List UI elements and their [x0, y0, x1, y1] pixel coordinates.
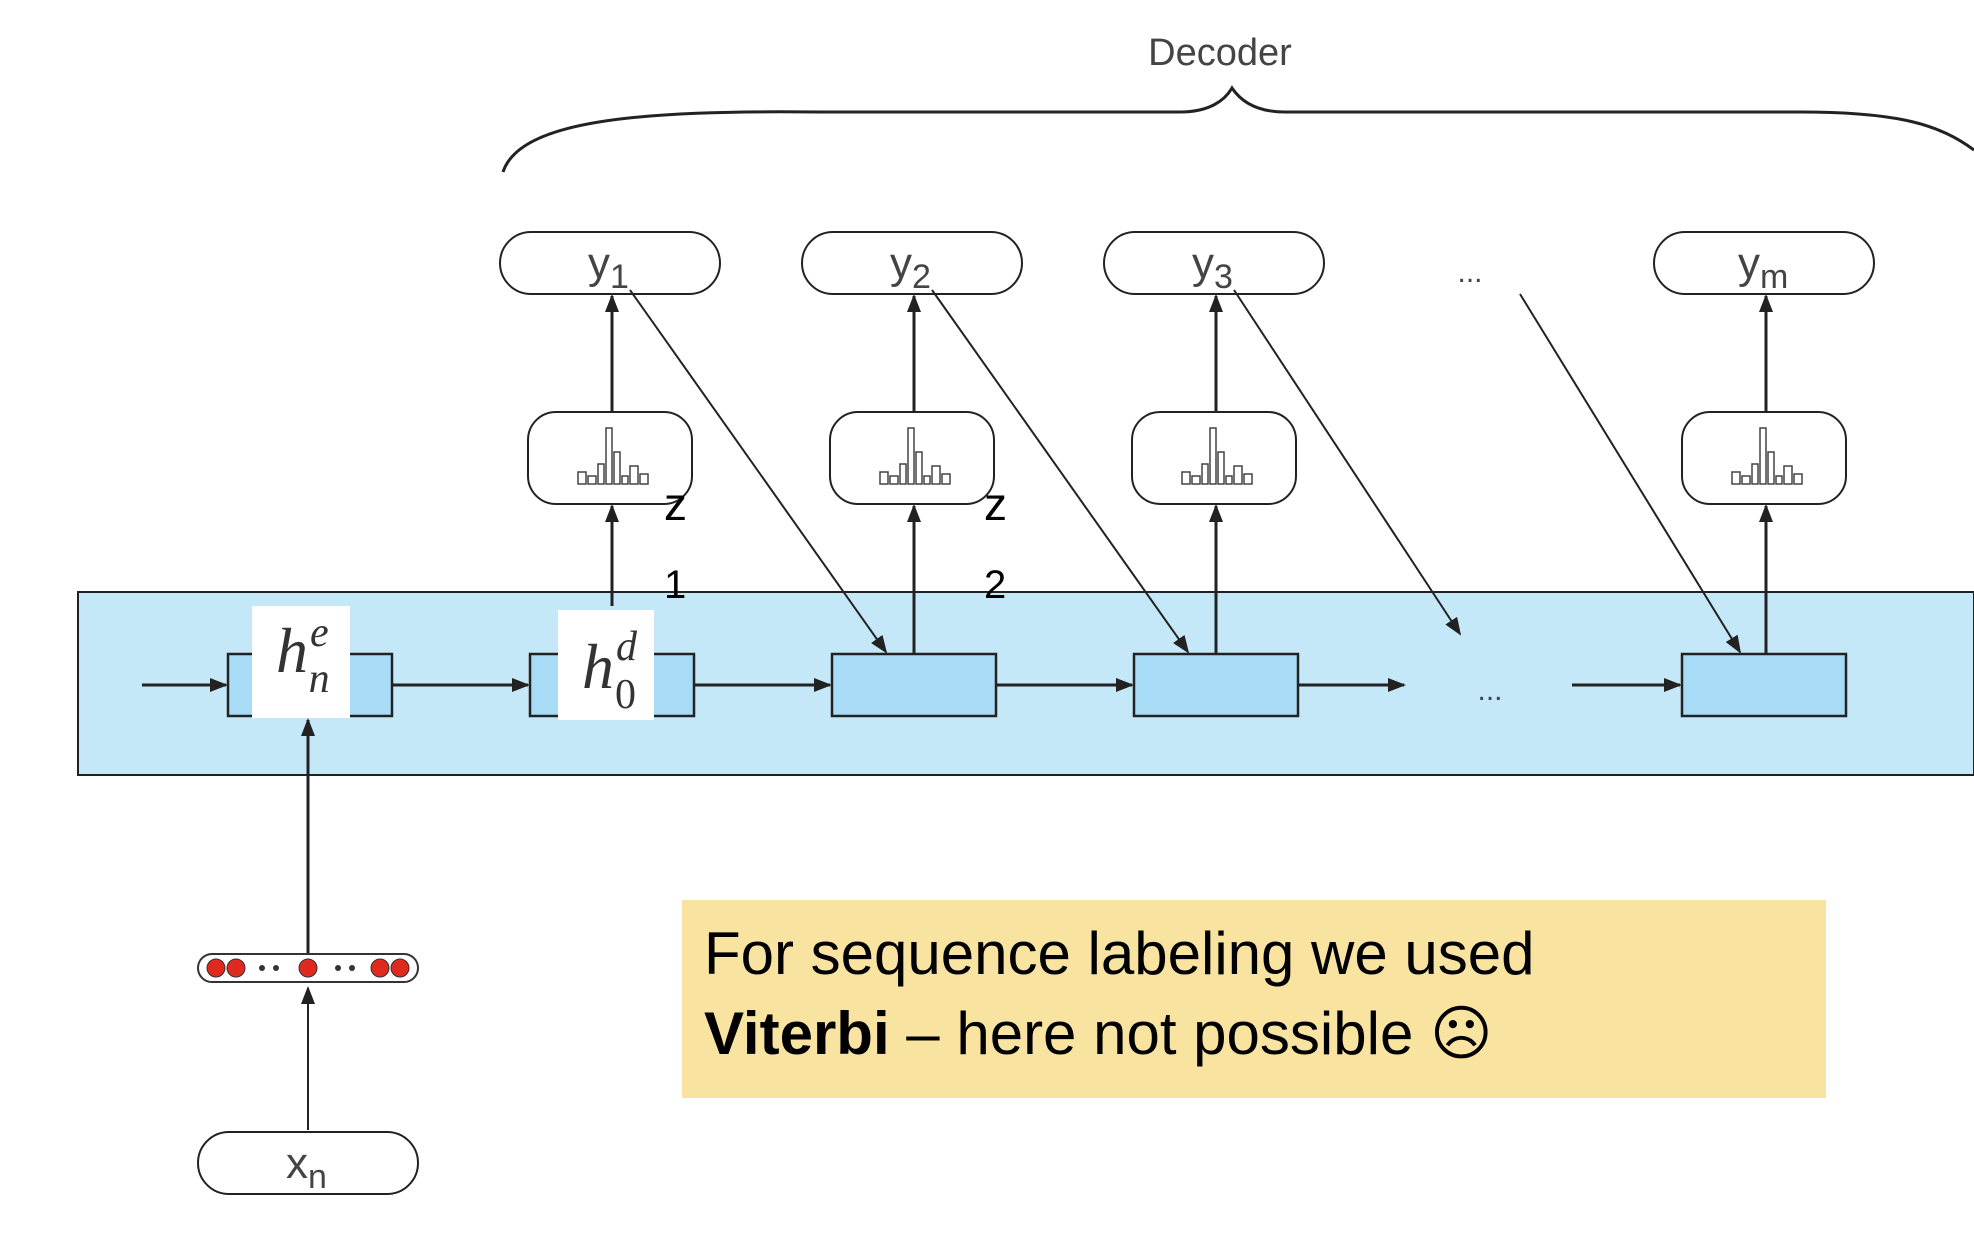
svg-text:y3: y3 [1192, 239, 1233, 296]
feedback-arrow [629, 289, 888, 654]
svg-text:y1: y1 [588, 239, 629, 296]
feedback-arrow [1519, 293, 1742, 654]
feedback-arrow [1233, 289, 1462, 636]
distribution-icon [577, 427, 649, 485]
distribution-icon [879, 427, 951, 485]
decoder-hidden-cell-2 [1132, 652, 1300, 718]
feedback-arrow [931, 289, 1190, 654]
svg-text:ym: ym [1738, 239, 1788, 296]
output-ellipsis: ... [1457, 256, 1482, 289]
note-bold-term: Viterbi [704, 1000, 890, 1067]
output-token-1: y1 [499, 231, 721, 296]
note-line-1: For sequence labeling we used [704, 920, 1535, 987]
z-index-2: 2 [984, 563, 1006, 607]
softmax-box-2 [829, 411, 995, 505]
distribution-icon [1731, 427, 1803, 485]
input-embedding-vector [197, 953, 419, 983]
decoder-brace [501, 85, 1974, 173]
output-token-3: y3 [1103, 231, 1325, 296]
input-token: xn [197, 1131, 419, 1196]
note-rest: – here not possible ☹ [889, 1000, 1493, 1067]
encoder-state-label-bg [252, 606, 350, 718]
decoder-hidden-cell-1 [830, 652, 998, 718]
decoder-init-state-label-bg [558, 610, 654, 720]
softmax-box-3 [1131, 411, 1297, 505]
softmax-box-m [1681, 411, 1847, 505]
distribution-icon [1181, 427, 1253, 485]
svg-text:y2: y2 [890, 239, 931, 296]
output-token-2: y2 [801, 231, 1023, 296]
output-token-m: ym [1653, 231, 1875, 296]
hidden-ellipsis: ... [1477, 674, 1502, 707]
note-line-2: Viterbi – here not possible ☹ [704, 994, 1804, 1074]
svg-text:xn: xn [286, 1139, 327, 1196]
decoder-label: Decoder [1148, 32, 1292, 74]
z-label-1: z [664, 478, 687, 530]
z-index-1: 1 [664, 563, 686, 607]
decoder-hidden-cell-m [1680, 652, 1848, 718]
viterbi-note: For sequence labeling we used Viterbi – … [682, 900, 1826, 1098]
z-label-2: z [984, 478, 1007, 530]
